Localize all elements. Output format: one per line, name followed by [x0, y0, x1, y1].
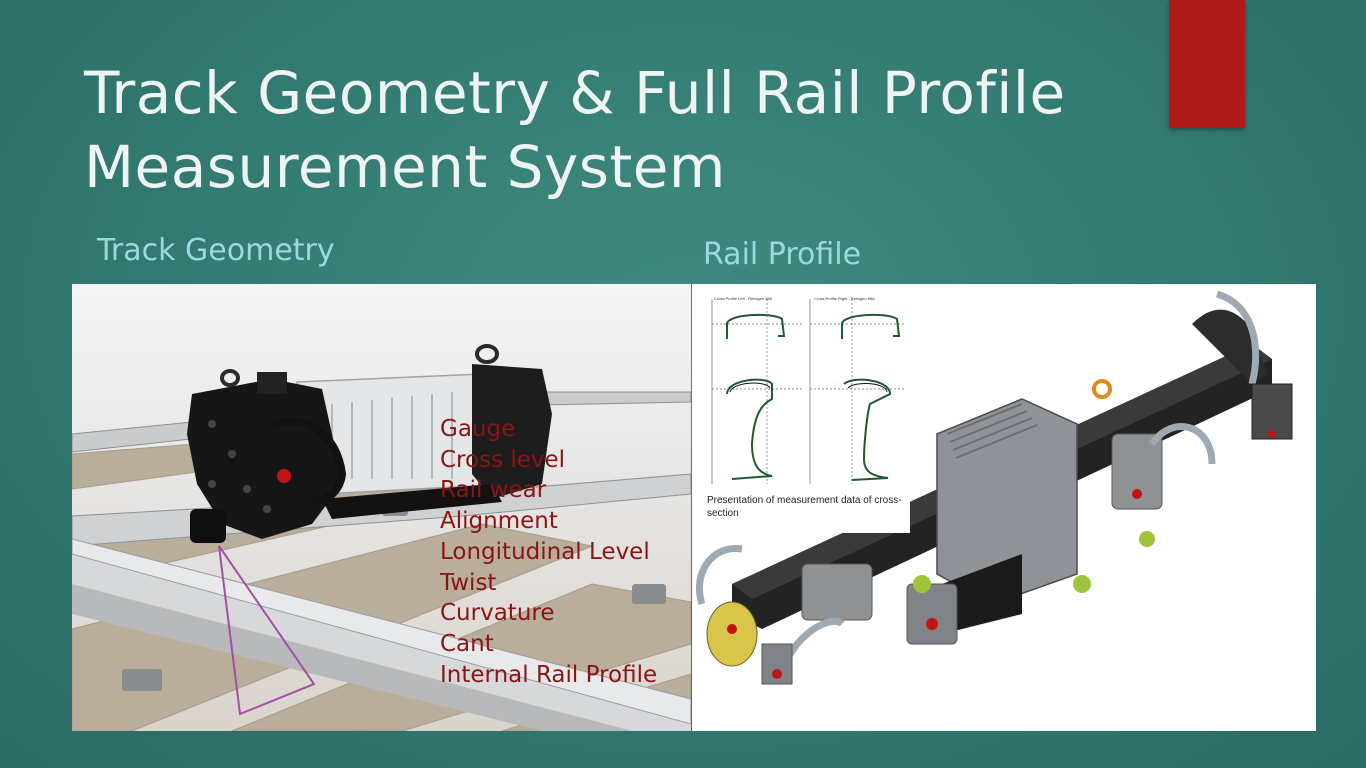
parameter-longitudinal-level: Longitudinal Level [440, 538, 650, 565]
cross-section-plots [711, 299, 904, 484]
rail-profile-heading: Rail Profile [703, 237, 862, 272]
parameter-twist: Twist [440, 569, 497, 596]
trolley-illustration [72, 344, 691, 731]
cross-section-caption: Presentation of measurement data of cros… [707, 495, 902, 519]
parameter-internal-rail-profile: Internal Rail Profile [440, 661, 658, 688]
cross-profile-left-label: Cross Profile Left - Reinigen 986 [714, 296, 772, 301]
track-geometry-image: Gauge Cross level Rail wear Alignment Lo… [72, 284, 691, 731]
rail-profile-image: Cross Profile Left - Reinigen 986 Cross … [692, 284, 1316, 731]
slide-title-line-1: Track Geometry & Full Rail Profile [84, 59, 1066, 127]
parameter-cross-level: Cross level [440, 446, 566, 473]
parameter-list: Gauge Cross level Rail wear Alignment Lo… [440, 414, 657, 690]
parameter-alignment: Alignment [440, 508, 558, 535]
parameter-rail-wear: Rail wear [440, 477, 547, 504]
slide-title: Track Geometry & Full Rail Profile Measu… [84, 56, 1164, 204]
measurement-beam-illustration [695, 290, 1293, 685]
parameter-gauge: Gauge [440, 416, 516, 442]
slide-title-line-2: Measurement System [84, 133, 726, 201]
parameter-curvature: Curvature [440, 600, 555, 627]
track-geometry-heading: Track Geometry [97, 233, 335, 268]
accent-block [1169, 0, 1245, 128]
parameter-cant: Cant [440, 630, 494, 657]
cross-profile-right-label: Cross Profile Right - Reinigen 986 [814, 296, 875, 301]
cross-section-chart: Cross Profile Left - Reinigen 986 Cross … [692, 284, 910, 533]
